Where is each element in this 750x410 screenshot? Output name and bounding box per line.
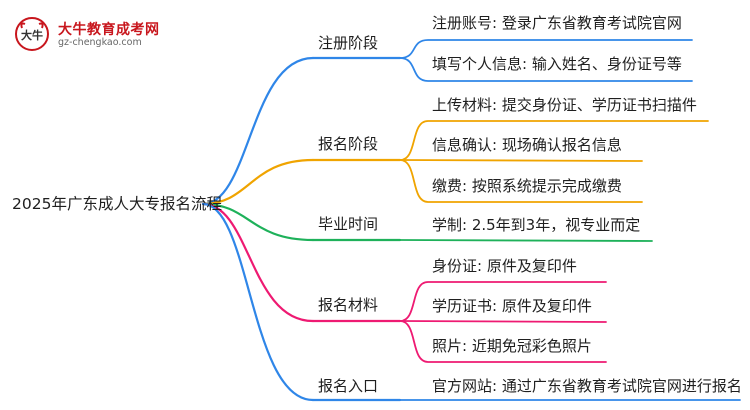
leaf-label: 照片: 近期免冠彩色照片 bbox=[432, 337, 592, 355]
branch-connector bbox=[201, 158, 315, 206]
root-node-label: 2025年广东成人大专报名流程 bbox=[12, 195, 222, 213]
leaf-label: 学制: 2.5年到3年，视专业而定 bbox=[432, 216, 641, 234]
logo-url: gz-chengkao.com bbox=[58, 37, 142, 48]
bull-logo-icon: 大牛 bbox=[15, 17, 49, 51]
leaf-label: 注册账号: 登录广东省教育考试院官网 bbox=[432, 14, 682, 32]
branch-label-graduation: 毕业时间 bbox=[318, 215, 379, 233]
leaf-label: 官方网站: 通过广东省教育考试院官网进行报名 bbox=[432, 377, 742, 395]
leaf-connector bbox=[399, 120, 709, 161]
leaf-label: 学历证书: 原件及复印件 bbox=[432, 297, 592, 315]
branch-connector bbox=[201, 56, 315, 206]
branch-label-register: 注册阶段 bbox=[318, 34, 379, 52]
site-logo: 大牛 大牛教育成考网 gz-chengkao.com bbox=[14, 14, 174, 54]
leaf-connector bbox=[399, 159, 643, 162]
leaf-label: 信息确认: 现场确认报名信息 bbox=[432, 136, 622, 154]
branch-label-apply: 报名阶段 bbox=[318, 135, 379, 153]
leaf-connector bbox=[399, 281, 607, 322]
leaf-connector bbox=[399, 320, 607, 323]
leaf-label: 填写个人信息: 输入姓名、身份证号等 bbox=[432, 55, 682, 73]
leaf-label: 身份证: 原件及复印件 bbox=[432, 257, 577, 275]
leaf-connector bbox=[399, 39, 693, 59]
leaf-label: 上传材料: 提交身份证、学历证书扫描件 bbox=[432, 96, 697, 114]
logo-title: 大牛教育成考网 bbox=[58, 22, 160, 38]
branch-connector bbox=[201, 202, 315, 323]
branch-connector bbox=[201, 202, 315, 242]
leaf-label: 缴费: 按照系统提示完成缴费 bbox=[432, 177, 622, 195]
branch-label-entrance: 报名入口 bbox=[318, 377, 379, 395]
branch-connector bbox=[201, 202, 315, 402]
leaf-connector bbox=[399, 239, 653, 242]
leaf-connector bbox=[399, 159, 643, 203]
leaf-connector bbox=[399, 320, 607, 363]
logo-mark-text: 大牛 bbox=[21, 28, 43, 42]
branch-label-materials: 报名材料 bbox=[318, 296, 379, 314]
leaf-connector bbox=[399, 57, 693, 82]
